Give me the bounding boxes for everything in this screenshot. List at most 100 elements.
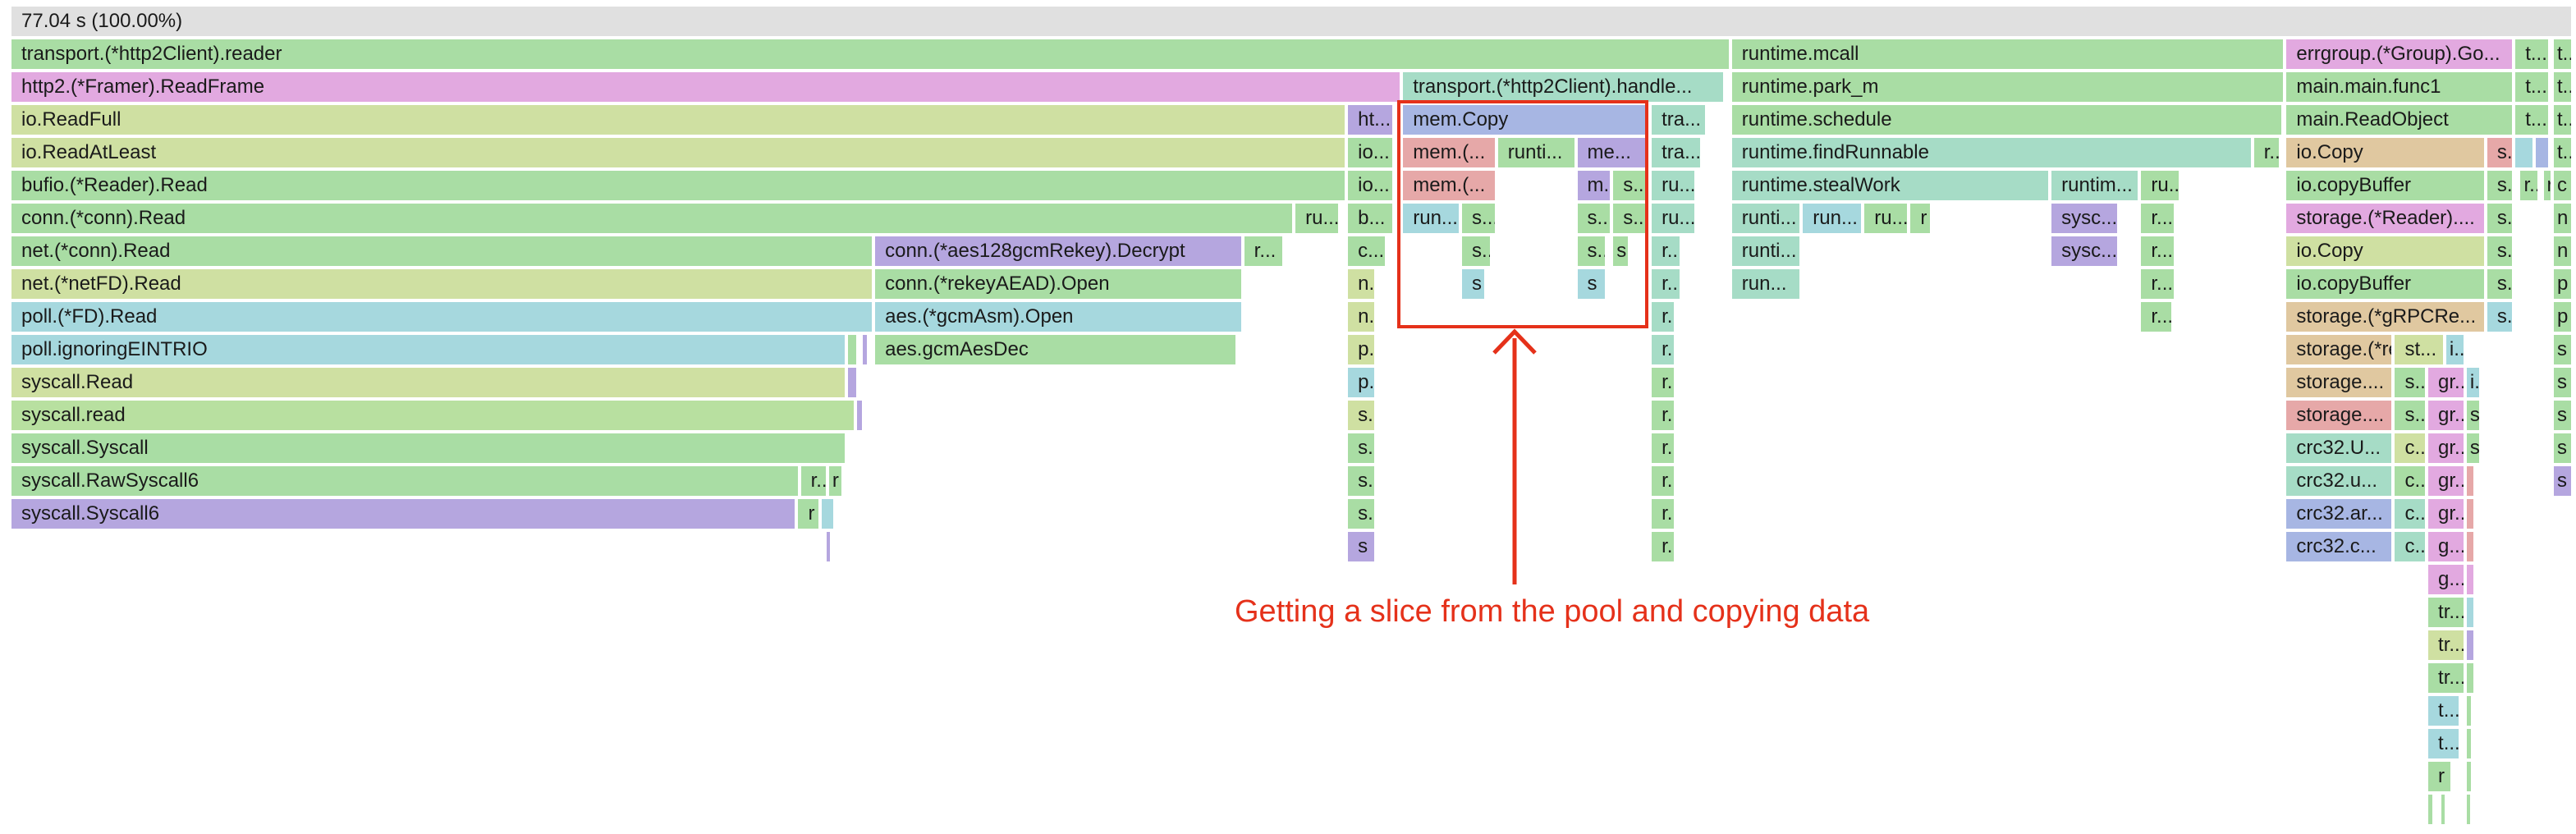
flame-frame[interactable]: t... xyxy=(2515,39,2551,69)
flame-frame[interactable]: run... xyxy=(1731,269,1804,299)
flame-frame[interactable]: s... xyxy=(2395,401,2429,430)
flame-frame[interactable]: tr... xyxy=(2428,630,2467,660)
flame-frame[interactable]: runti... xyxy=(1731,236,1804,266)
flame-frame[interactable]: errgroup.(*Group).Go... xyxy=(2286,39,2516,69)
flame-frame[interactable]: transport.(*http2Client).reader xyxy=(11,39,1732,69)
flame-frame[interactable] xyxy=(2466,565,2477,594)
flame-frame[interactable]: n xyxy=(2554,236,2574,266)
flame-frame[interactable]: ht... xyxy=(1348,105,1396,135)
flame-frame[interactable]: n... xyxy=(1348,269,1377,299)
flame-frame[interactable]: http2.(*Framer).ReadFrame xyxy=(11,72,1404,102)
flame-frame[interactable]: r xyxy=(798,499,822,529)
flame-frame[interactable]: s... xyxy=(2487,204,2516,233)
flame-frame[interactable]: p xyxy=(2554,302,2574,332)
flame-frame[interactable]: s... xyxy=(1577,236,1608,266)
flame-frame[interactable]: io... xyxy=(1348,171,1396,200)
flame-frame[interactable] xyxy=(857,401,865,430)
flame-frame[interactable]: ru... xyxy=(1652,171,1698,200)
flame-frame[interactable]: s xyxy=(2554,368,2574,397)
flame-frame[interactable]: s... xyxy=(1348,433,1377,463)
flame-frame[interactable]: s... xyxy=(2395,368,2429,397)
flame-frame[interactable]: t... xyxy=(2515,72,2551,102)
flame-frame[interactable]: r... xyxy=(1652,236,1683,266)
flame-frame[interactable]: s... xyxy=(1462,236,1493,266)
flame-frame[interactable]: storage.(*gRPCRe... xyxy=(2286,302,2487,332)
flame-frame[interactable]: r... xyxy=(1244,236,1286,266)
flame-frame[interactable]: c... xyxy=(2395,433,2429,463)
flame-frame[interactable] xyxy=(848,335,860,364)
flame-frame[interactable]: s... xyxy=(1348,466,1377,496)
flame-frame[interactable]: conn.(*conn).Read xyxy=(11,204,1296,233)
flame-frame[interactable]: t... xyxy=(2554,138,2574,167)
flame-frame[interactable] xyxy=(2466,466,2477,496)
flame-frame[interactable]: storage.(*rea... xyxy=(2286,335,2395,364)
flame-frame[interactable]: syscall.Syscall xyxy=(11,433,849,463)
flame-frame[interactable]: io.copyBuffer xyxy=(2286,269,2487,299)
flame-frame[interactable]: net.(*netFD).Read xyxy=(11,269,876,299)
flame-frame[interactable]: gr... xyxy=(2428,401,2467,430)
flame-frame[interactable]: runtime.park_m xyxy=(1731,72,2287,102)
flame-frame[interactable]: tr... xyxy=(2428,663,2467,693)
flame-frame[interactable] xyxy=(2466,696,2475,726)
flame-frame[interactable]: runtime.stealWork xyxy=(1731,171,2052,200)
flame-frame[interactable]: r... xyxy=(1652,499,1678,529)
flame-frame[interactable]: s... xyxy=(2487,171,2516,200)
flame-frame[interactable]: mem.(... xyxy=(1403,171,1498,200)
flame-frame[interactable]: syscall.Read xyxy=(11,368,849,397)
flame-frame[interactable]: poll.ignoringEINTRIO xyxy=(11,335,849,364)
flame-frame[interactable]: r xyxy=(828,466,845,496)
flame-frame[interactable]: crc32.ar... xyxy=(2286,499,2395,529)
flame-frame[interactable]: sysc... xyxy=(2051,204,2121,233)
flame-frame[interactable]: p xyxy=(2554,269,2574,299)
flame-frame[interactable] xyxy=(2466,729,2475,758)
flame-frame[interactable]: c... xyxy=(2395,499,2429,529)
flame-frame[interactable]: run... xyxy=(1403,204,1463,233)
flame-frame[interactable]: b... xyxy=(1348,204,1396,233)
flame-frame[interactable]: r... xyxy=(1652,335,1678,364)
flame-frame[interactable]: s... xyxy=(2487,302,2516,332)
flame-frame[interactable]: ru... xyxy=(1295,204,1342,233)
flame-frame[interactable]: s... xyxy=(2466,401,2482,430)
flame-frame[interactable]: r... xyxy=(2253,138,2283,167)
flame-frame[interactable]: r... xyxy=(1652,401,1678,430)
flame-frame[interactable]: poll.(*FD).Read xyxy=(11,302,876,332)
flame-frame[interactable]: syscall.Syscall6 xyxy=(11,499,799,529)
flame-frame[interactable]: crc32.u... xyxy=(2286,466,2395,496)
flame-frame[interactable]: r... xyxy=(2141,302,2175,332)
flame-frame[interactable]: io.ReadAtLeast xyxy=(11,138,1349,167)
flame-frame[interactable] xyxy=(821,499,837,529)
flame-frame[interactable]: s... xyxy=(2487,236,2516,266)
flame-frame[interactable]: syscall.read xyxy=(11,401,858,430)
flame-frame[interactable]: tra... xyxy=(1652,105,1708,135)
flame-frame[interactable]: r... xyxy=(2520,171,2542,200)
flame-frame[interactable]: r... xyxy=(1652,368,1678,397)
flame-frame[interactable]: ru... xyxy=(1652,204,1698,233)
flame-frame[interactable]: s... xyxy=(2466,433,2482,463)
flame-frame[interactable]: s xyxy=(1577,269,1608,299)
flame-frame[interactable]: s xyxy=(1348,532,1377,561)
flame-frame[interactable]: runtime.findRunnable xyxy=(1731,138,2254,167)
flame-frame[interactable]: aes.gcmAesDec xyxy=(875,335,1240,364)
flame-frame[interactable]: r... xyxy=(1652,269,1683,299)
flame-frame[interactable]: runtime.mcall xyxy=(1731,39,2287,69)
flame-frame[interactable]: st... xyxy=(2395,335,2446,364)
flame-frame[interactable]: r... xyxy=(2141,204,2178,233)
flame-frame[interactable]: r... xyxy=(1652,532,1678,561)
flame-frame[interactable]: runti... xyxy=(1497,138,1578,167)
flame-frame[interactable] xyxy=(2428,795,2436,824)
flame-frame[interactable] xyxy=(862,335,870,364)
flame-frame[interactable]: syscall.RawSyscall6 xyxy=(11,466,801,496)
flame-frame[interactable]: mem.(... xyxy=(1403,138,1498,167)
flame-frame[interactable]: s... xyxy=(2487,138,2516,167)
flame-frame[interactable]: n... xyxy=(1348,302,1377,332)
flame-frame[interactable]: runtime.schedule xyxy=(1731,105,2285,135)
flame-frame[interactable]: s xyxy=(2554,433,2574,463)
flame-frame[interactable]: c xyxy=(2554,171,2574,200)
flame-frame[interactable]: io... xyxy=(1348,138,1396,167)
flame-frame[interactable]: main.main.func1 xyxy=(2286,72,2516,102)
flame-frame[interactable]: r... xyxy=(2141,269,2178,299)
flame-frame[interactable]: run... xyxy=(1803,204,1865,233)
flame-frame[interactable]: r... xyxy=(1652,433,1678,463)
flame-frame[interactable]: t... xyxy=(2515,105,2551,135)
flame-frame[interactable]: sysc... xyxy=(2051,236,2121,266)
